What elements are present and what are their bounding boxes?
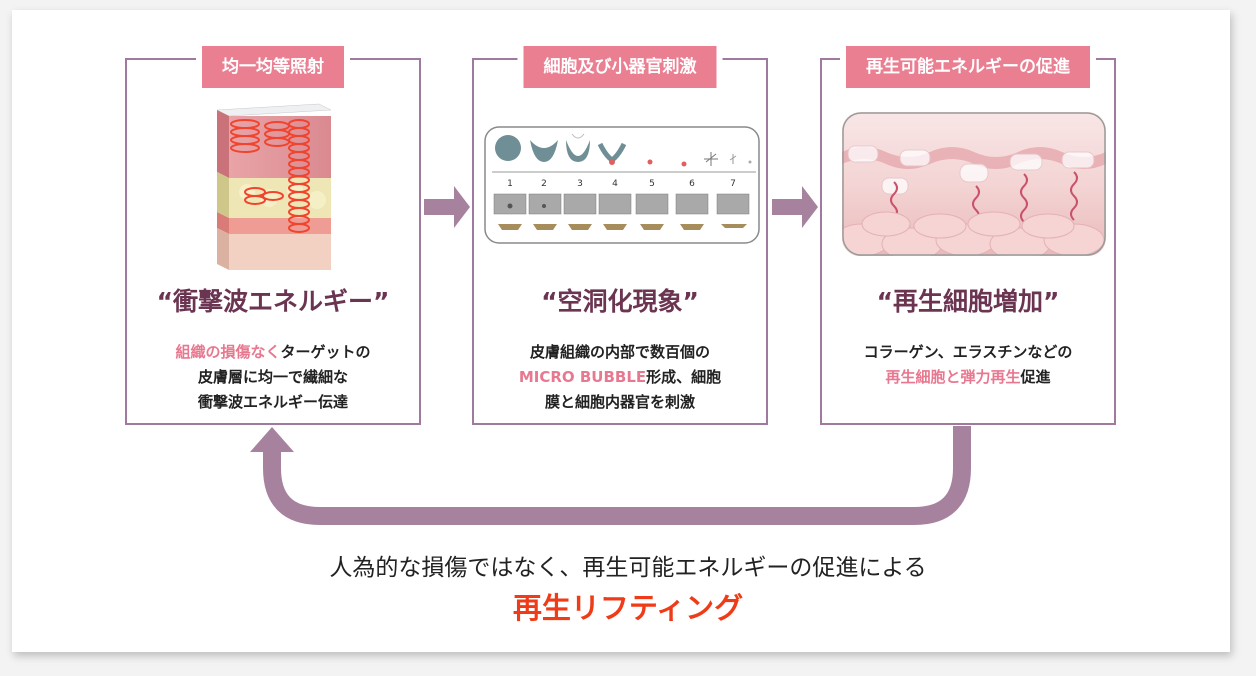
desc-text: 形成、細胞 <box>646 368 722 386</box>
panel-tag: 細胞及び小器官刺激 <box>517 40 723 94</box>
desc-text: ターゲットの <box>280 343 371 361</box>
collagen-fibers-illustration <box>842 112 1106 256</box>
footer-line: 人為的な損傷ではなく、再生可能エネルギーの促進による <box>329 555 927 581</box>
desc-text: 皮膚層に均一で繊細な <box>197 368 348 386</box>
panel-heading: “空洞化現象” <box>541 287 699 316</box>
sequence-label: 5 <box>649 179 655 189</box>
panel-tag: 再生可能エネルギーの促進 <box>840 40 1096 94</box>
sequence-label: 3 <box>577 179 583 189</box>
sequence-label: 6 <box>689 179 695 189</box>
panel-shockwave: 均一均等照射 “衝撃波エネルギー” <box>125 40 421 425</box>
bubble-sequence-illustration: 1 2 3 4 5 6 7 <box>484 126 760 244</box>
panel-regeneration: 再生可能エネルギーの促進 <box>820 40 1116 425</box>
skin-layers-illustration <box>216 103 332 270</box>
desc-text: コラーゲン、エラスチンなどの <box>863 343 1073 361</box>
panel-description: 組織の損傷なくターゲットの 皮膚層に均一で繊細な 衝撃波エネルギー伝達 <box>127 340 419 415</box>
desc-highlight: 組織の損傷なく <box>175 343 281 361</box>
desc-text: 衝撃波エネルギー伝達 <box>197 393 348 411</box>
footer-title: 再生リフティング <box>512 591 744 625</box>
panel-tag: 均一均等照射 <box>196 40 350 94</box>
panel-description: コラーゲン、エラスチンなどの 再生細胞と弾力再生促進 <box>822 340 1114 390</box>
sequence-label: 2 <box>541 179 547 189</box>
sequence-label: 1 <box>507 179 513 189</box>
arrow-right-icon <box>424 186 470 228</box>
return-arrow-icon <box>263 426 971 525</box>
desc-highlight: 再生細胞と弾力再生 <box>885 368 1021 386</box>
sequence-label: 4 <box>612 179 618 189</box>
desc-text: 皮膚組織の内部で数百個の <box>529 343 710 361</box>
panel-cavitation: 細胞及び小器官刺激 1 2 3 4 5 6 7 <box>472 40 768 425</box>
desc-highlight: MICRO BUBBLE <box>518 368 647 386</box>
desc-text: 膜と細胞内器官を刺激 <box>544 393 695 411</box>
sequence-label: 7 <box>730 179 736 189</box>
arrow-up-icon <box>250 427 294 452</box>
panel-heading: “衝撃波エネルギー” <box>156 287 390 316</box>
desc-text: 促進 <box>1020 368 1051 386</box>
panel-heading: “再生細胞増加” <box>876 287 1060 316</box>
arrow-right-icon <box>772 186 818 228</box>
panel-description: 皮膚組織の内部で数百個の MICRO BUBBLE形成、細胞 膜と細胞内器官を刺… <box>474 340 766 415</box>
